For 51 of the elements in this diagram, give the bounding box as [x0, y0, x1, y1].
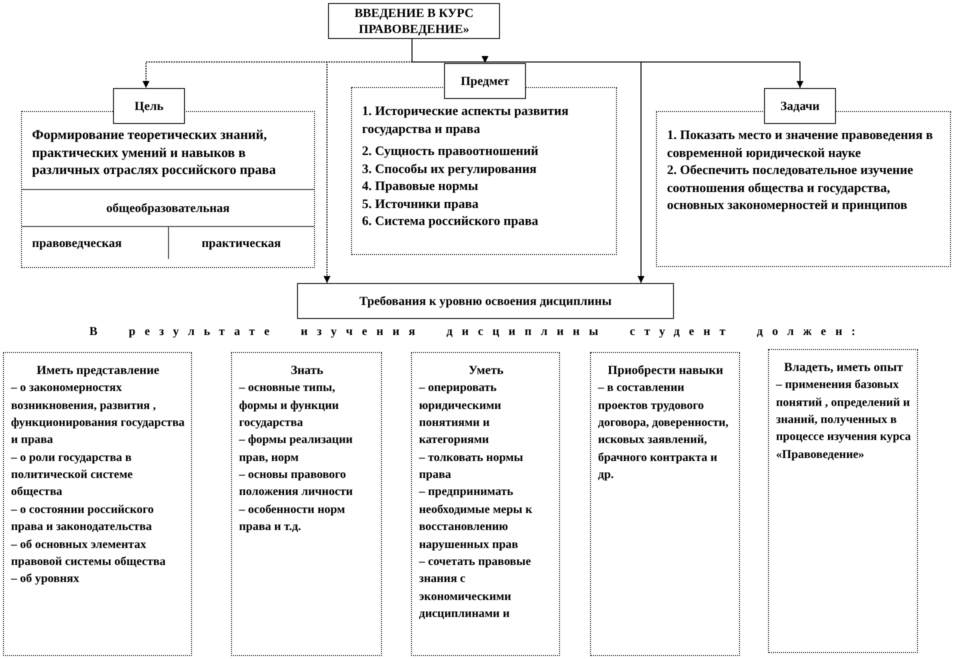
- list-item: – оперировать юридическими понятиями и категориями: [419, 379, 502, 448]
- list-item: – особенности норм права и т.д.: [239, 500, 346, 536]
- list-item: – основы правового положения личности: [239, 466, 354, 500]
- list-item: 1. Показать место и значение правоведения в современной юридической науке: [667, 126, 934, 162]
- box-heading: Иметь представление: [36, 362, 160, 379]
- table-cell: общеобразовательная: [22, 188, 314, 226]
- box-heading: Требования к уровню освоения дисциплины: [359, 292, 612, 310]
- list-item: – о состоянии российского права и законодательства: [11, 500, 155, 536]
- list-item: – в составлении проектов трудового договора, доверенности, исковых заявлений, брачного контракта и др.: [598, 379, 730, 484]
- list-item: 2. Обеспечить последовательное изучение соотношения общества и государства, основных закономерностей и принципов: [667, 161, 914, 214]
- box-text: Формирование теоретических знаний, практических умений и навыков в различных отраслях российского права: [31, 126, 277, 180]
- list-item: 2. Сущность правоотношений: [362, 142, 540, 160]
- list-item: – применения базовых понятий , определений и знаний, полученных в процессе изучения курса «Правоведение»: [776, 376, 911, 463]
- box-heading: Знать: [290, 362, 324, 379]
- content-box: [411, 352, 560, 656]
- list-item: 6. Система российского права: [362, 212, 540, 230]
- list-item: – основные типы, формы и функции государства: [239, 379, 340, 431]
- list-item: 1. Исторические аспекты развития государства и права: [362, 102, 570, 138]
- list-item: – о роли государства в политической системе общества: [11, 448, 134, 500]
- table-cell: практическая: [168, 226, 314, 260]
- box-heading: Задачи: [780, 98, 820, 114]
- content-box: [768, 349, 918, 653]
- list-item: – об основных элементах правовой системы общества: [11, 536, 167, 570]
- list-item: – об уровнях: [11, 570, 80, 588]
- list-item: – толковать нормы права: [419, 448, 524, 484]
- box-heading: Предмет: [460, 72, 510, 90]
- list-item: – о закономерностях возникновения, развития , функционирования государства и права: [11, 379, 185, 448]
- list-item: – предпринимать необходимые меры к восстановлению нарушенных прав: [419, 483, 534, 553]
- box-heading: Уметь: [468, 362, 504, 379]
- caption-text: В результате изучения дисциплины студент должен:: [88, 324, 866, 339]
- content-table: [21, 111, 315, 268]
- list-item: 3. Способы их регулирования: [362, 160, 538, 178]
- list-item: 5. Источники права: [362, 194, 480, 212]
- heading-box: [297, 283, 674, 319]
- content-box: [3, 352, 192, 656]
- content-box: [231, 352, 382, 656]
- heading-box: [764, 88, 836, 124]
- box-heading: Владеть, иметь опыт: [783, 359, 904, 376]
- box-heading: Цель: [134, 98, 164, 114]
- heading-box: [113, 88, 185, 124]
- content-box: [590, 352, 740, 656]
- list-item: 4. Правовые нормы: [362, 177, 480, 195]
- list-item: – формы реализации прав, норм: [239, 431, 354, 466]
- box-heading: ВВЕДЕНИЕ В КУРС ПРАВОВЕДЕНИЕ»: [353, 4, 475, 38]
- table-cell: правоведческая: [22, 226, 168, 260]
- content-box: [351, 87, 617, 255]
- title-box: [328, 3, 500, 39]
- heading-box: [444, 63, 526, 99]
- box-heading: Приобрести навыки: [606, 362, 724, 379]
- list-item: – сочетать правовые знания с экономическими дисциплинами и: [419, 553, 532, 622]
- content-box: [656, 111, 951, 267]
